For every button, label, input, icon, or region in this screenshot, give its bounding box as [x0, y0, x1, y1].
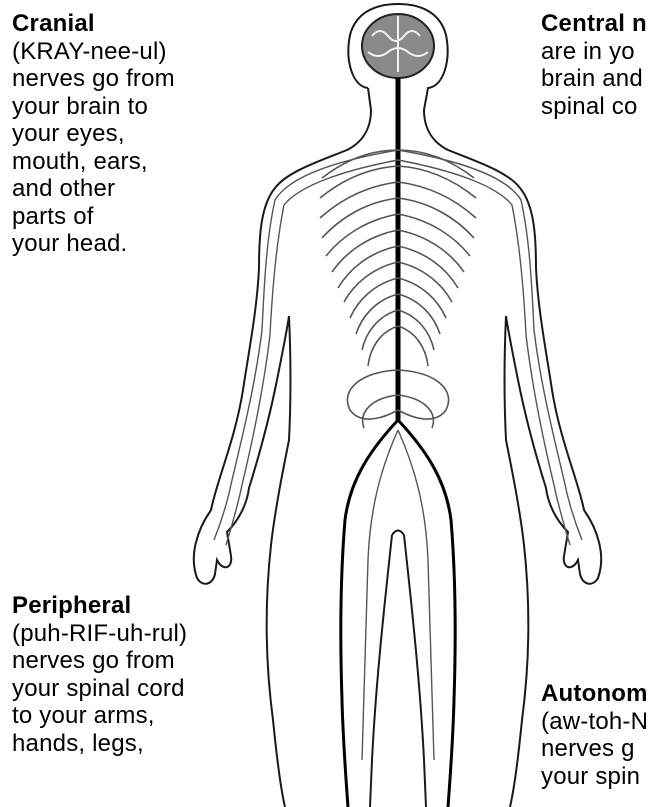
- central-line: are in yo: [541, 38, 647, 66]
- central-nerves-label: Central n are in yo brain and spinal co: [541, 10, 647, 120]
- peripheral-line: nerves go from: [12, 647, 187, 675]
- central-title: Central n: [541, 10, 647, 38]
- autonomic-line: your spin: [541, 763, 648, 791]
- cranial-title: Cranial: [12, 10, 175, 38]
- central-line: brain and: [541, 65, 647, 93]
- cranial-line: parts of: [12, 203, 175, 231]
- cranial-line: your eyes,: [12, 120, 175, 148]
- autonomic-title: Autonom: [541, 680, 648, 708]
- cranial-line: your head.: [12, 230, 175, 258]
- peripheral-title: Peripheral: [12, 592, 187, 620]
- peripheral-line: your spinal cord: [12, 675, 187, 703]
- cranial-line: your brain to: [12, 93, 175, 121]
- cranial-line: (KRAY-nee-ul): [12, 38, 175, 66]
- peripheral-nerves-label: Peripheral (puh-RIF-uh-rul) nerves go fr…: [12, 592, 187, 757]
- autonomic-line: (aw-toh-N: [541, 708, 648, 736]
- leg-nerves: [341, 420, 455, 807]
- peripheral-line: (puh-RIF-uh-rul): [12, 620, 187, 648]
- inner-leg-left: [370, 535, 392, 807]
- cranial-line: nerves go from: [12, 65, 175, 93]
- peripheral-line: to your arms,: [12, 702, 187, 730]
- cranial-line: mouth, ears,: [12, 148, 175, 176]
- autonomic-nerves-label: Autonom (aw-toh-N nerves g your spin: [541, 680, 648, 790]
- inner-leg-right: [404, 535, 426, 807]
- central-line: spinal co: [541, 93, 647, 121]
- crotch-line: [392, 531, 404, 536]
- cranial-line: and other: [12, 175, 175, 203]
- peripheral-line: hands, legs,: [12, 730, 187, 758]
- cranial-nerves-label: Cranial (KRAY-nee-ul) nerves go from you…: [12, 10, 175, 258]
- autonomic-line: nerves g: [541, 735, 648, 763]
